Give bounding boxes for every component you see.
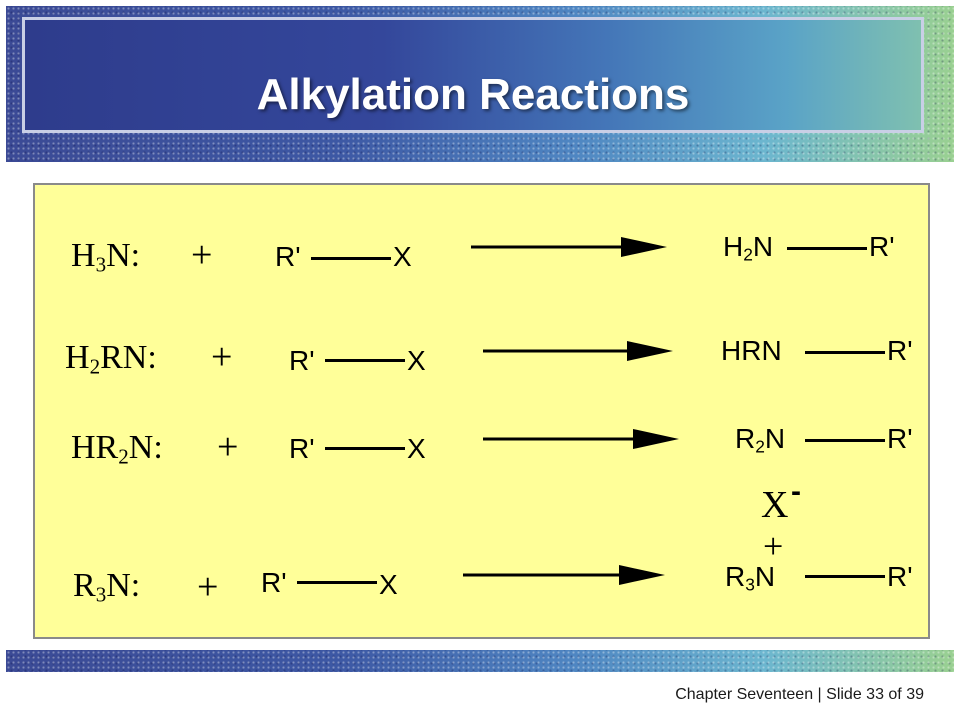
bond-line xyxy=(297,581,377,584)
halide-atom: X xyxy=(379,569,398,600)
alkyl-group: R' xyxy=(289,433,315,464)
bond-line xyxy=(325,359,405,362)
alkyl-group: R' xyxy=(261,567,287,598)
halide-atom: X xyxy=(407,433,426,464)
reactant-amine: HR2N: xyxy=(71,429,163,469)
bond-line xyxy=(805,575,885,578)
reaction-arrow xyxy=(483,341,673,361)
product-alkyl: R' xyxy=(887,561,913,592)
reaction-panel: H3N: + R' X H2N R' H2RN: + R' X HRN R' H… xyxy=(33,183,930,639)
reaction-arrow xyxy=(463,565,665,585)
footer-band xyxy=(6,650,954,672)
product-alkyl: R' xyxy=(887,423,913,454)
halide-atom: X xyxy=(393,241,412,272)
counter-ion-charge: - xyxy=(791,475,801,508)
product-amine: R2N xyxy=(735,423,786,457)
slide-title: Alkylation Reactions xyxy=(256,70,690,119)
bond-line xyxy=(787,247,867,250)
slide-footer: Chapter Seventeen | Slide 33 of 39 xyxy=(675,686,924,703)
bond-line xyxy=(325,447,405,450)
title-box: Alkylation Reactions xyxy=(22,17,924,133)
plus-sign: + xyxy=(211,336,233,378)
product-amine: R3N xyxy=(725,561,776,595)
cation-charge: + xyxy=(763,526,784,566)
product-alkyl: R' xyxy=(887,335,913,366)
reactant-amine: H3N: xyxy=(71,237,141,277)
bond-line xyxy=(805,439,885,442)
reaction-arrow xyxy=(483,429,679,449)
product-amine: H2N xyxy=(723,231,774,265)
product-alkyl: R' xyxy=(869,231,895,262)
alkyl-group: R' xyxy=(275,241,301,272)
plus-sign: + xyxy=(191,234,213,276)
plus-sign: + xyxy=(197,566,219,608)
reactant-amine: R3N: xyxy=(73,567,141,607)
reactant-amine: H2RN: xyxy=(65,339,157,379)
plus-sign: + xyxy=(217,426,239,468)
product-amine: HRN xyxy=(721,335,782,366)
counter-ion: X xyxy=(761,484,789,526)
bond-line xyxy=(805,351,885,354)
halide-atom: X xyxy=(407,345,426,376)
reaction-arrow xyxy=(471,237,667,257)
alkyl-group: R' xyxy=(289,345,315,376)
bond-line xyxy=(311,257,391,260)
